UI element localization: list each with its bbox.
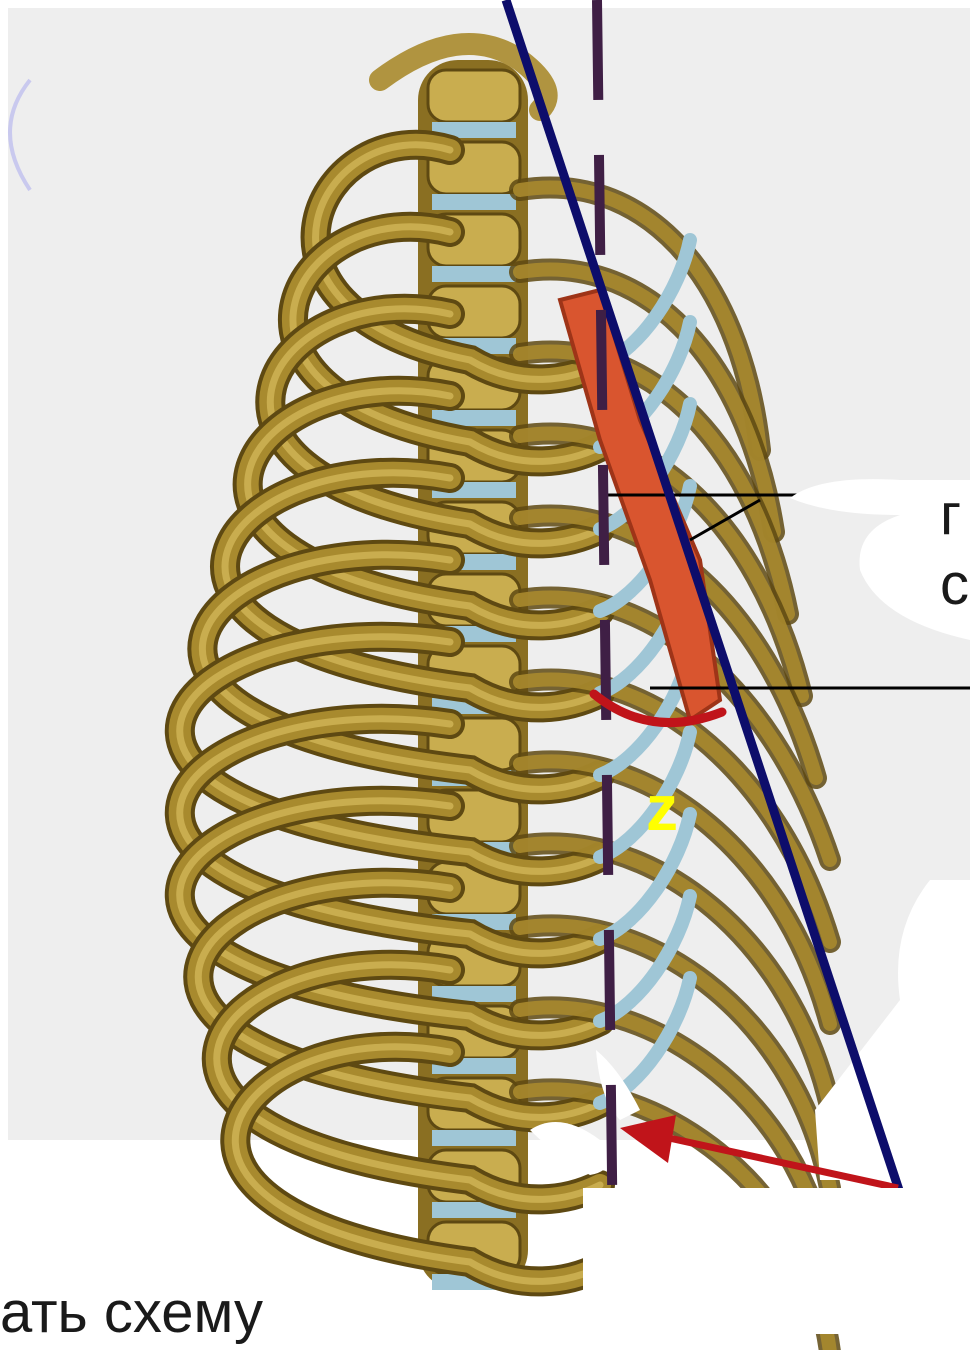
pointer-arrow-head xyxy=(620,1115,676,1163)
angle-label: z xyxy=(646,768,678,848)
intervertebral-disc xyxy=(432,194,516,210)
ribs-left-illustration xyxy=(180,145,600,1282)
side-label-cropped: г с xyxy=(940,480,970,660)
bottom-caption: ать схему xyxy=(0,1276,440,1350)
decorative-circle-remnant xyxy=(10,80,30,190)
white-panel-bottom-left xyxy=(0,1140,140,1280)
side-label-line-1: г xyxy=(940,480,970,550)
intervertebral-disc xyxy=(432,266,516,282)
white-panel-bottom-right xyxy=(583,1188,970,1334)
vertebra xyxy=(428,70,520,122)
white-cutout-left xyxy=(530,1122,608,1175)
intervertebral-disc xyxy=(432,1130,516,1146)
side-label-line-2: с xyxy=(940,550,970,620)
